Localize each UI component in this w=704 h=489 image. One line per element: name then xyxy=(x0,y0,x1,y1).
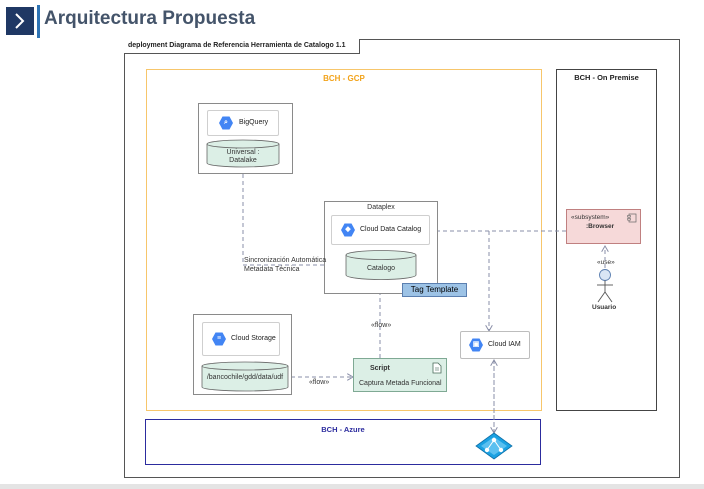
flow-right-label: «flow» xyxy=(309,379,330,386)
datalake-line1: Universal : xyxy=(226,149,260,156)
script-subtitle: Captura Metada Funcional xyxy=(359,380,442,387)
udf-path-label: /bancochile/gdd/data/udf xyxy=(206,374,284,381)
slide-title: Arquitectura Propuesta xyxy=(44,8,256,29)
catalogo-label: Catalogo xyxy=(366,265,396,272)
cloud-iam-icon: ▣ xyxy=(469,338,483,352)
actor-name: Usuario xyxy=(592,304,617,311)
udf-datastore xyxy=(201,361,289,392)
document-icon xyxy=(432,362,442,374)
catalogo-datastore xyxy=(345,250,417,280)
tag-template-note[interactable]: Tag Template xyxy=(402,283,467,297)
edge-browser-iam xyxy=(489,230,566,331)
browser-stereotype: «subsystem» xyxy=(571,214,610,221)
datalake-line2: Datalake xyxy=(229,157,257,164)
datalake-datastore xyxy=(206,139,280,168)
sync-label-line1: Sincronización Automática xyxy=(244,257,327,264)
title-accent-bar xyxy=(37,5,40,38)
script-node[interactable] xyxy=(353,358,447,392)
actor-icon[interactable] xyxy=(593,268,617,304)
bottom-bar xyxy=(0,484,704,489)
zone-azure-label: BCH - Azure xyxy=(321,425,365,434)
zone-gcp xyxy=(146,69,542,411)
browser-subsystem[interactable] xyxy=(566,209,641,244)
data-catalog-label: Cloud Data Catalog xyxy=(360,226,422,233)
zone-gcp-label: BCH - GCP xyxy=(323,74,365,83)
chevron-right-icon xyxy=(15,13,25,29)
bigquery-label: BigQuery xyxy=(239,119,269,126)
script-title: Script xyxy=(370,365,390,372)
dataplex-title: Dataplex xyxy=(367,204,395,211)
data-catalog-icon: ◆ xyxy=(341,223,355,237)
bigquery-icon: ⌕ xyxy=(219,116,233,130)
use-label: «use» xyxy=(597,259,615,266)
zone-onprem xyxy=(556,69,657,411)
diagram-title: deployment Diagrama de Referencia Herram… xyxy=(124,39,361,54)
cloud-iam-label: Cloud IAM xyxy=(488,341,521,348)
edge-sync-metadata xyxy=(243,168,345,266)
title-chevron xyxy=(6,7,34,35)
cloud-storage-icon: ≡ xyxy=(212,332,226,346)
component-icon xyxy=(627,213,637,223)
cloud-storage-label: Cloud Storage xyxy=(231,335,276,342)
zone-azure xyxy=(145,419,541,465)
flow-up-label: «flow» xyxy=(371,322,392,329)
zone-onprem-label: BCH - On Premise xyxy=(574,73,639,82)
browser-name: :Browser xyxy=(586,223,615,230)
sync-label-line2: Metadata Técnica xyxy=(244,266,300,273)
azure-ad-icon[interactable] xyxy=(475,432,513,460)
